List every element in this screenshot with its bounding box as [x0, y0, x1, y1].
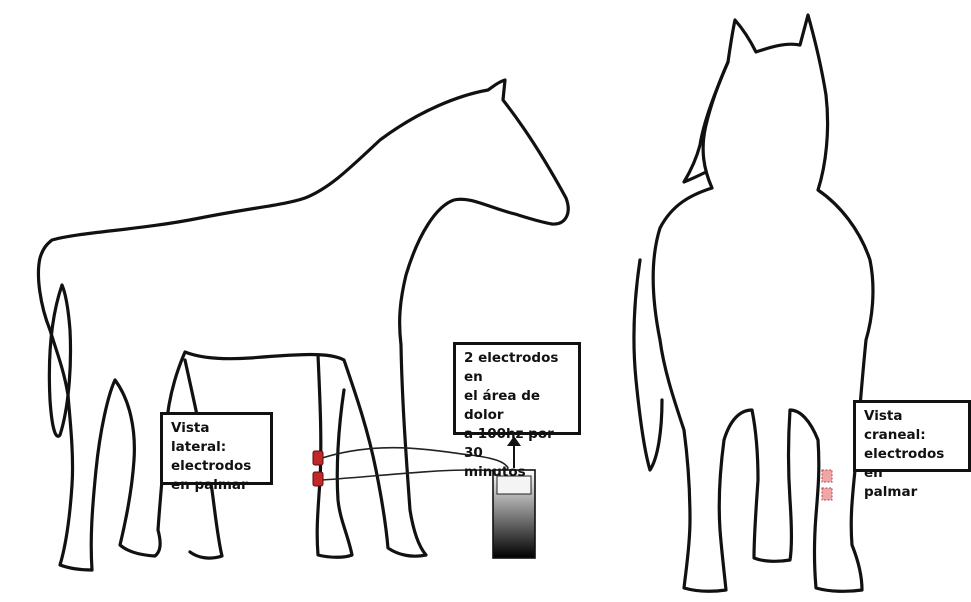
horse-craneal-tail: [634, 260, 662, 470]
electrode-craneal-lower: [822, 488, 832, 500]
label-vista-craneal: Vista craneal: electrodos en palmar: [853, 400, 971, 472]
horse-lateral-outline: [38, 80, 568, 570]
label-electrode-info: 2 electrodos en el área de dolor a 100hz…: [453, 342, 581, 435]
electrode-lateral-upper: [313, 451, 323, 465]
horse-craneal-outline: [653, 15, 873, 591]
label-vista-lateral: Vista lateral: electrodos en palmar: [160, 412, 273, 485]
electrode-lateral-lower: [313, 472, 323, 486]
electrode-craneal-upper: [822, 470, 832, 482]
